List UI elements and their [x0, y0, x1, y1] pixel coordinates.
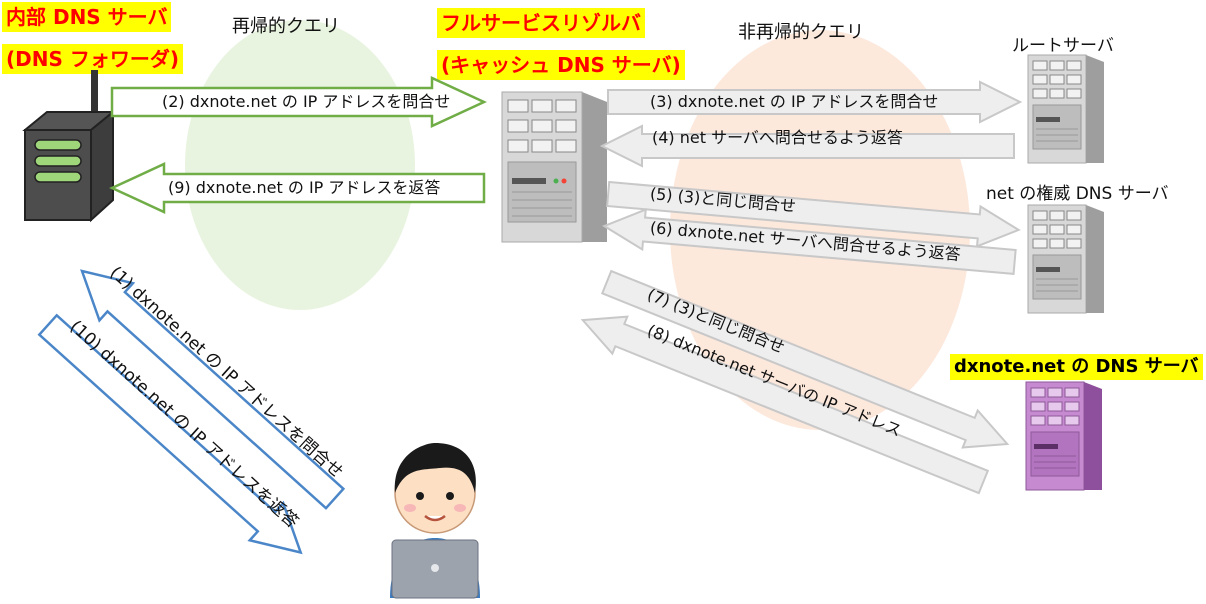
step-6-arrow — [601, 208, 1017, 275]
step-2-arrow — [110, 76, 487, 128]
dxnote-server-heading: dxnote.net の DNS サーバ — [950, 354, 1203, 380]
server-icon — [1027, 204, 1104, 314]
non-recursive-query-heading: 非再帰的クエリ — [738, 22, 864, 43]
step-8-arrow — [580, 315, 990, 495]
recursive-query-area — [185, 20, 415, 310]
step-9-arrow — [109, 162, 486, 214]
step-1-arrow — [80, 269, 346, 510]
server-icon — [1027, 54, 1104, 164]
step-9-label: (9) dxnote.net の IP アドレスを返答 — [168, 178, 441, 197]
forwarder-heading-line1: 内部 DNS サーバ — [2, 2, 172, 32]
step-2-label: (2) dxnote.net の IP アドレスを問合せ — [162, 92, 451, 111]
server-icon — [1025, 381, 1102, 491]
net-server-heading: net の権威 DNS サーバ — [986, 184, 1169, 204]
resolver-heading-line1: フルサービスリゾルバ — [437, 8, 645, 38]
server-icon — [501, 91, 607, 243]
step-3-arrow — [607, 80, 1023, 124]
step-4-label: (4) net サーバへ問合せるよう返答 — [652, 128, 903, 147]
person-with-laptop-icon — [390, 443, 480, 599]
forwarder-heading-line2: (DNS フォワーダ) — [2, 44, 183, 74]
step-3-label: (3) dxnote.net の IP アドレスを問合せ — [650, 92, 939, 111]
step-4-arrow — [599, 124, 1015, 168]
resolver-heading-line2: (キャッシュ DNS サーバ) — [437, 50, 685, 80]
root-server-heading: ルートサーバ — [1012, 36, 1114, 56]
step-10-arrow — [37, 313, 303, 555]
step-7-arrow — [600, 269, 1010, 449]
router-icon — [22, 70, 116, 223]
recursive-query-heading: 再帰的クエリ — [232, 16, 340, 37]
step-5-arrow — [606, 180, 1021, 248]
